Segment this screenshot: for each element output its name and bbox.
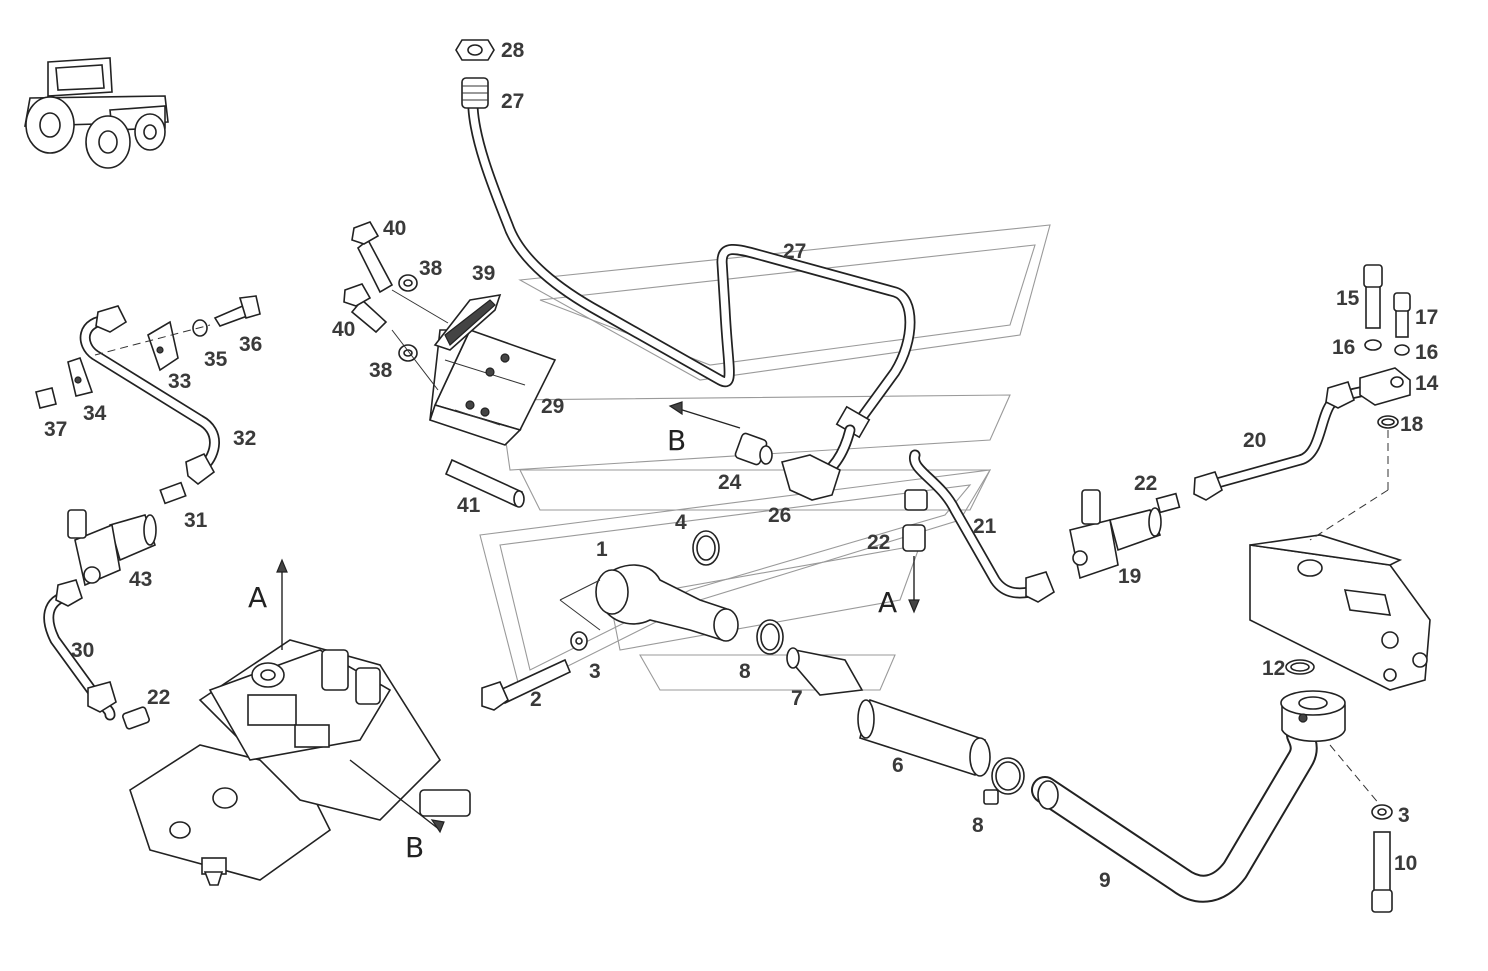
callout-24: 24	[718, 471, 742, 494]
callout-34: 34	[83, 402, 107, 425]
return-pipe-27	[455, 39, 916, 439]
callout-28: 28	[501, 39, 525, 62]
callout-17: 17	[1415, 306, 1438, 329]
callout-10: 10	[1394, 852, 1417, 875]
callout-41: 41	[457, 494, 481, 517]
callout-1: 1	[596, 538, 608, 561]
filter-block-29	[428, 293, 557, 446]
view-letter-b-fitting: B	[667, 424, 686, 457]
callout-36: 36	[239, 333, 262, 356]
callout-12: 12	[1262, 657, 1285, 680]
view-letter-a-hose: A	[878, 586, 897, 619]
callout-18: 18	[1400, 413, 1424, 436]
callout-39: 39	[472, 262, 495, 285]
callout-40-top: 40	[383, 217, 406, 240]
hose-6-and-clamps	[756, 619, 1025, 805]
callout-33: 33	[168, 370, 191, 393]
callout-22-left: 22	[147, 686, 170, 709]
clip-bracket-33	[35, 295, 261, 409]
callout-9: 9	[1099, 869, 1111, 892]
callout-21: 21	[973, 515, 997, 538]
hydraulic-pump	[1249, 534, 1431, 691]
suction-pipe-9	[1031, 690, 1346, 903]
fitting-22-left	[122, 706, 150, 730]
tractor-watermark	[479, 224, 1051, 691]
pipe-20	[1193, 264, 1411, 541]
view-letter-a-valve: A	[248, 581, 267, 614]
callout-16-left: 16	[1332, 336, 1355, 359]
callout-3-hose: 3	[589, 660, 601, 683]
callout-19: 19	[1118, 565, 1141, 588]
callout-6: 6	[892, 754, 904, 777]
callout-4: 4	[675, 511, 687, 534]
valve-43	[67, 481, 187, 587]
callout-3-pump: 3	[1398, 804, 1410, 827]
view-letter-b-valve: B	[405, 831, 424, 864]
callout-31: 31	[184, 509, 208, 532]
callout-27-mid: 27	[783, 240, 806, 263]
control-valve-block	[129, 558, 471, 886]
callout-8-bottom: 8	[972, 814, 984, 837]
callout-32: 32	[233, 427, 256, 450]
callout-22-right: 22	[1134, 472, 1157, 495]
callout-15: 15	[1336, 287, 1360, 310]
callout-40-bottom: 40	[332, 318, 355, 341]
callout-30: 30	[71, 639, 94, 662]
callout-16-right: 16	[1415, 341, 1438, 364]
callout-2: 2	[530, 688, 542, 711]
callout-20: 20	[1243, 429, 1266, 452]
callout-37: 37	[44, 418, 67, 441]
tractor-icon	[24, 57, 169, 169]
callout-43: 43	[129, 568, 152, 591]
callout-35: 35	[204, 348, 228, 371]
callout-38-bottom: 38	[369, 359, 393, 382]
callout-22-mid: 22	[867, 531, 890, 554]
callout-38-top: 38	[419, 257, 443, 280]
callout-27-top: 27	[501, 90, 524, 113]
callout-26: 26	[768, 504, 791, 527]
rod-41	[444, 458, 525, 508]
callout-7: 7	[791, 687, 803, 710]
elbow-fitting-26	[734, 424, 856, 501]
callout-29: 29	[541, 395, 564, 418]
inlet-elbow-1	[481, 530, 739, 711]
bolt-10	[1329, 744, 1393, 913]
callout-14: 14	[1415, 372, 1439, 395]
callout-8-top: 8	[739, 660, 751, 683]
pipe-21	[902, 449, 1181, 614]
pipe-30	[43, 579, 117, 721]
bolts-40	[343, 221, 449, 391]
